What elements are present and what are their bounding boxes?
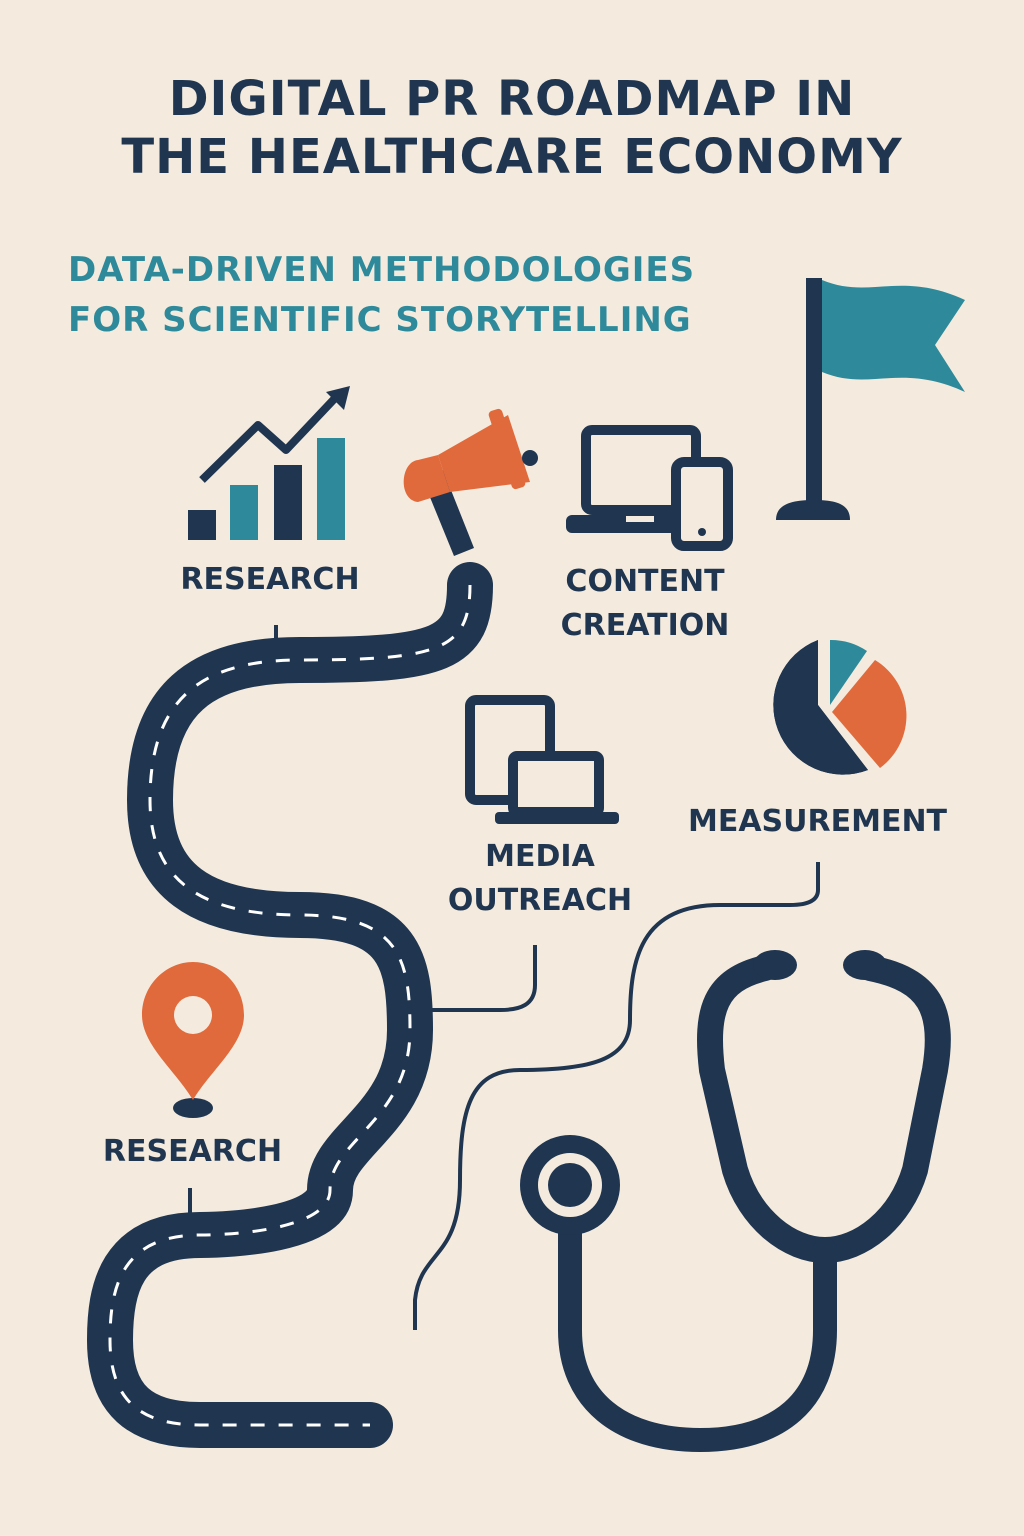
page-subtitle: DATA-DRIVEN METHODOLOGIES FOR SCIENTIFIC… [68,245,695,345]
page-title: DIGITAL PR ROADMAP IN THE HEALTHCARE ECO… [0,70,1024,186]
stage-label-content-creation: CONTENT CREATION [525,560,765,648]
stethoscope-icon [520,950,951,1453]
subtitle-line-2: FOR SCIENTIFIC STORYTELLING [68,300,692,340]
content-creation-line-1: CONTENT [565,564,725,599]
stage-label-research-bottom: RESEARCH [75,1130,310,1174]
content-creation-line-2: CREATION [560,608,730,643]
bar-chart-icon [188,386,350,540]
media-outreach-line-1: MEDIA [485,839,595,874]
screens-icon [465,695,619,824]
title-line-2: THE HEALTHCARE ECONOMY [121,129,903,185]
map-pin-icon [142,962,244,1118]
megaphone-icon [403,408,538,556]
flag-icon [776,278,965,520]
measurement-label: MEASUREMENT [687,804,948,839]
stage-label-media-outreach: MEDIA OUTREACH [410,835,670,923]
subtitle-line-1: DATA-DRIVEN METHODOLOGIES [68,250,696,290]
stage-label-research-top: RESEARCH [150,558,390,602]
pie-chart-icon [773,639,907,775]
connector-measurement [413,862,820,1330]
title-line-1: DIGITAL PR ROADMAP IN [168,71,856,127]
stage-label-measurement: MEASUREMENT [660,800,975,844]
road [87,562,493,1448]
research-bottom-label: RESEARCH [102,1134,283,1169]
connector-lines [188,625,820,1330]
connector-media-outreach [430,945,537,1012]
research-top-label: RESEARCH [180,562,360,597]
devices-icon [566,425,733,551]
media-outreach-line-2: OUTREACH [447,883,633,918]
